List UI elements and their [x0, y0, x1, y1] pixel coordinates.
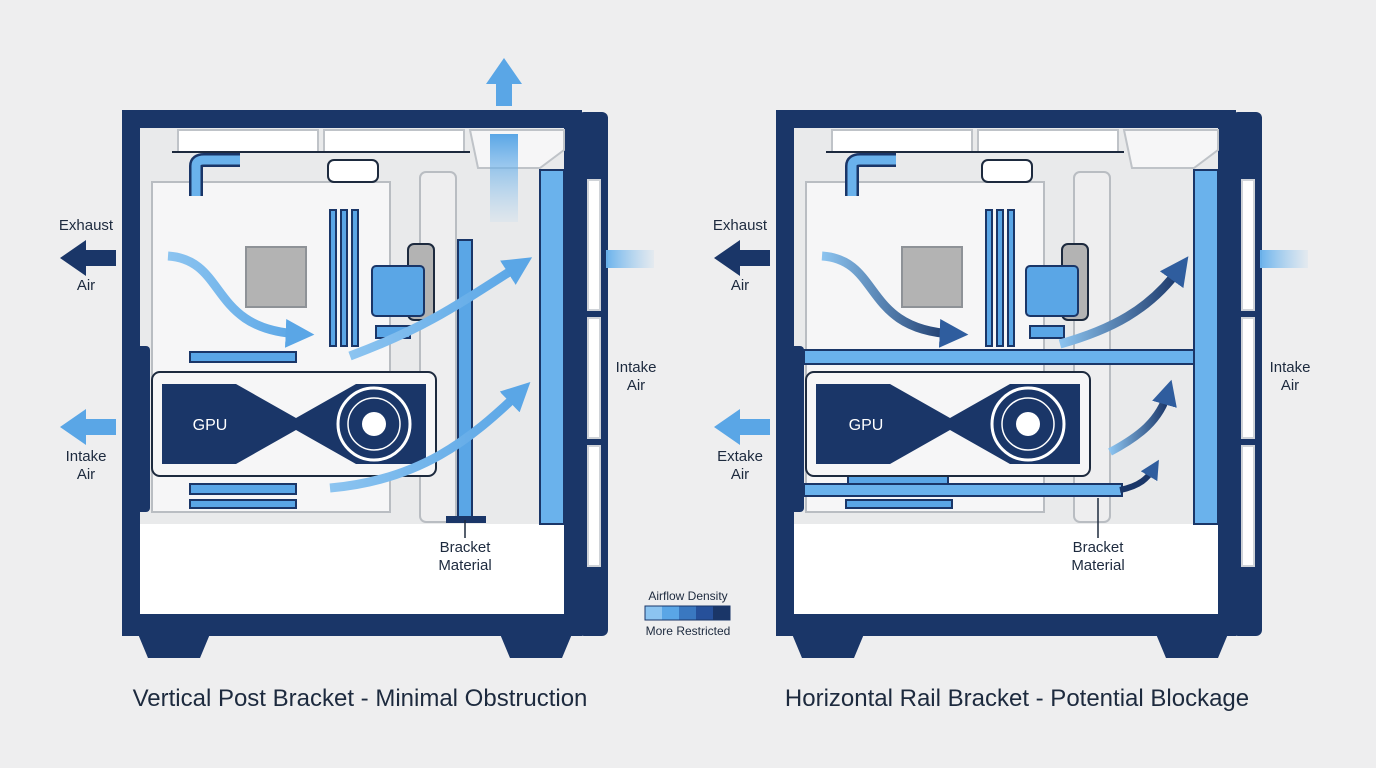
pump-cap: [1025, 265, 1079, 317]
exhaust-label-line1: Exhaust: [59, 217, 114, 234]
exhaust-arrow: [60, 240, 116, 276]
top-vent-a: [831, 129, 973, 153]
front-intake-label-line1: Intake: [1270, 359, 1311, 376]
left-extake-arrow: [714, 409, 770, 445]
left-extake-label-line1: Extake: [717, 448, 763, 465]
bracket-label-line2: Material: [438, 557, 491, 574]
legend-swatch: [696, 606, 713, 620]
exhaust-label-line1: Exhaust: [713, 217, 768, 234]
front-panel-slot-1: [587, 179, 601, 311]
case-foot-left: [792, 634, 864, 658]
legend-swatch: [662, 606, 679, 620]
bracket-label-line2: Material: [1071, 557, 1124, 574]
top-vent-a: [177, 129, 319, 153]
bracket-label-line1: Bracket: [1073, 539, 1125, 556]
legend-swatch: [645, 606, 662, 620]
gpu-label: GPU: [849, 417, 884, 434]
top-exhaust-stream: [490, 134, 518, 222]
rear-io-bar: [784, 346, 804, 512]
front-intake-label-line1: Intake: [616, 359, 657, 376]
airflow-upper-right: [348, 257, 533, 361]
front-intake-stream: [606, 250, 654, 268]
legend-title: Airflow Density: [648, 589, 727, 603]
front-intake-label-line2: Air: [627, 377, 645, 394]
ram-slot-3: [351, 209, 359, 347]
pcie-slot-bottom-b: [189, 499, 297, 509]
legend-caption: More Restricted: [646, 624, 731, 638]
left-intake-label-line1: Intake: [66, 448, 107, 465]
airflow-lower-right: [329, 382, 531, 493]
psu-shroud: [794, 524, 1218, 614]
rear-io-bar: [130, 346, 150, 512]
gpu-label: GPU: [193, 417, 228, 434]
left-intake-label-line2: Air: [77, 466, 95, 483]
legend-gradient-bar: [644, 605, 731, 621]
power-connector: [327, 159, 379, 183]
case-foot-left: [138, 634, 210, 658]
front-intake-stream: [1260, 250, 1308, 268]
panel-2-labels: Exhaust Air Extake Air Intake Air Bracke…: [713, 217, 1311, 712]
pcie-slot-top: [189, 351, 297, 363]
exhaust-label-line2: Air: [731, 277, 749, 294]
pcie-slot-bottom-a: [189, 483, 297, 495]
airflow-upper-right: [1058, 256, 1189, 349]
legend-border: [644, 605, 731, 621]
front-panel-slot-1: [1241, 179, 1255, 311]
power-connector: [981, 159, 1033, 183]
legend-swatch: [713, 606, 730, 620]
front-panel-slot-3: [1241, 445, 1255, 567]
front-panel-slot-2: [587, 317, 601, 439]
panel-1-labels: Exhaust Air Intake Air Intake Air Bracke…: [59, 217, 657, 712]
pump-cap: [371, 265, 425, 317]
ram-slot-3: [1007, 209, 1015, 347]
ram-slot-2: [340, 209, 348, 347]
airflow-density-legend: Airflow Density More Restricted: [644, 589, 731, 638]
case-foot-right: [500, 634, 572, 658]
intake-fan-column: [1193, 169, 1219, 525]
horizontal-rail-bracket-bottom: [803, 483, 1123, 497]
vertical-post-bracket: [457, 239, 473, 521]
horizontal-rail-bracket-top: [803, 349, 1195, 365]
ram-slot-2: [996, 209, 1004, 347]
airflow-cpu: [167, 251, 315, 348]
psu-shroud: [140, 524, 564, 614]
left-intake-arrow: [60, 409, 116, 445]
panel-1-caption: Vertical Post Bracket - Minimal Obstruct…: [133, 685, 588, 712]
left-extake-label-line2: Air: [731, 466, 749, 483]
top-vent-b: [323, 129, 465, 153]
case-foot-right: [1156, 634, 1228, 658]
ram-slot-1: [329, 209, 337, 347]
top-exhaust-arrow: [486, 58, 522, 106]
front-panel-slot-3: [587, 445, 601, 567]
airflow-cpu: [821, 251, 969, 348]
bracket-label-line1: Bracket: [440, 539, 492, 556]
legend-swatch: [679, 606, 696, 620]
airflow-middle-right: [1108, 379, 1177, 456]
airflow-under-rail: [1119, 459, 1159, 493]
front-panel-slot-2: [1241, 317, 1255, 439]
top-vent-b: [977, 129, 1119, 153]
ram-slot-1: [985, 209, 993, 347]
panel-2-caption: Horizontal Rail Bracket - Potential Bloc…: [785, 685, 1249, 712]
panel-horizontal-rail: GPU: [714, 110, 1308, 658]
exhaust-arrow: [714, 240, 770, 276]
panel-vertical-post: GPU: [60, 58, 654, 658]
cpu-socket: [245, 246, 307, 308]
front-intake-label-line2: Air: [1281, 377, 1299, 394]
intake-fan-column: [539, 169, 565, 525]
cpu-socket: [901, 246, 963, 308]
exhaust-label-line2: Air: [77, 277, 95, 294]
